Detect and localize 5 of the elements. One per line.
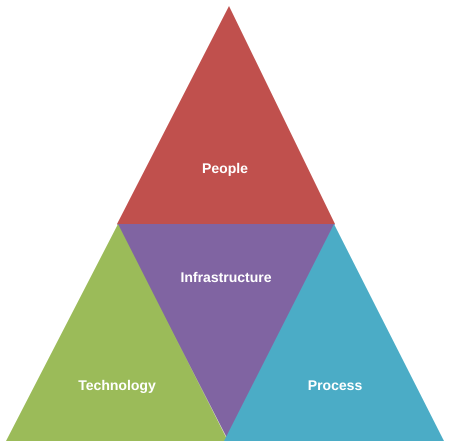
triangle-label: People xyxy=(202,160,248,176)
triangle-shape xyxy=(117,6,335,224)
triangle-label: Technology xyxy=(78,377,156,393)
triangle-label: Process xyxy=(308,377,362,393)
triangle-label: Infrastructure xyxy=(180,269,272,285)
